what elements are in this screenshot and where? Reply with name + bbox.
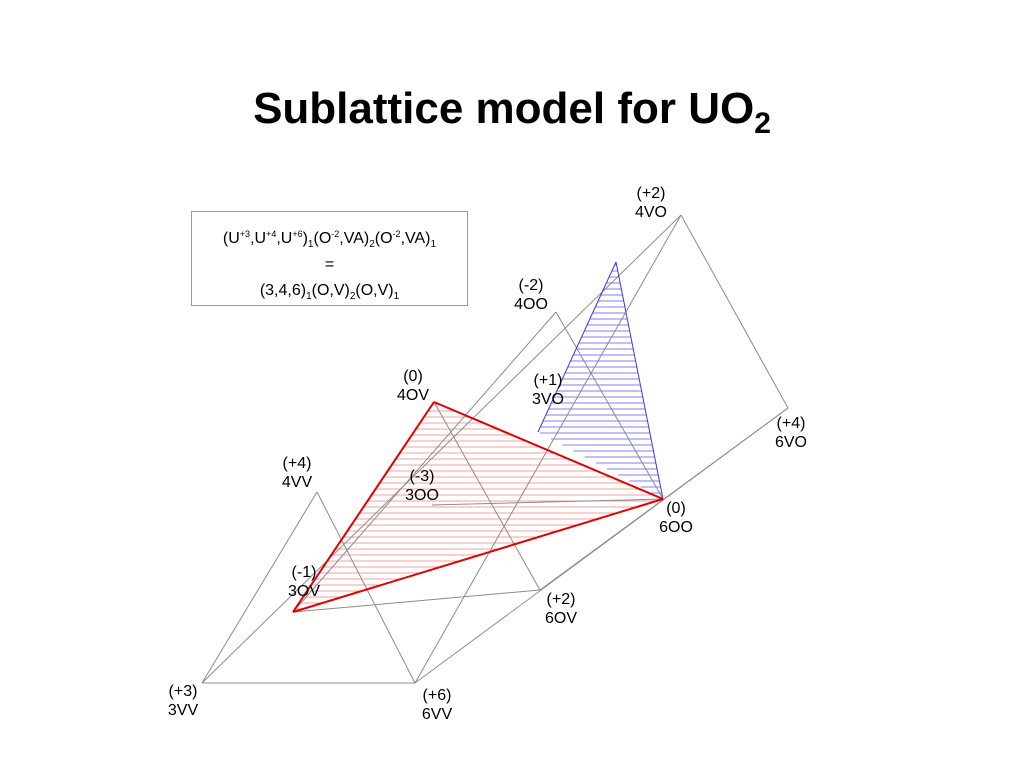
title-subscript: 2 [754, 107, 771, 140]
vertex-name: 4VO [634, 204, 667, 221]
edge-4oo-6oo [555, 311, 664, 500]
neutral-triangle-edge [292, 401, 435, 613]
vertex-label-4vo: (+2) 4VO [611, 184, 691, 222]
vertex-charge: (+6) [422, 687, 452, 704]
sublattice-formula-box: (U+3,U+4,U+6)1(O-2,VA)2(O-2,VA)1 = (3,4,… [191, 211, 468, 306]
vertex-label-3oo: (-3) 3OO [382, 467, 462, 505]
vertex-label-3vo: (+1) 3VO [508, 371, 588, 409]
title-text: Sublattice model for UO [253, 84, 755, 133]
neutral-triangle-edge [292, 498, 664, 613]
vertex-label-6ov: (+2) 6OV [521, 590, 601, 628]
formula-line-short: (3,4,6)1(O,V)2(O,V)1 [259, 282, 400, 302]
vertex-label-4vv: (+4) 4VV [257, 454, 337, 492]
edge-4vo-6vo [680, 214, 789, 409]
vertex-label-4ov: (0)4OV [373, 367, 453, 405]
vertex-charge: (-2) [518, 277, 544, 294]
vertex-name: 6OV [544, 610, 577, 627]
vertex-name: 4VV [281, 474, 313, 491]
hatch-layer [295, 264, 662, 610]
neutral-triangle-edge [433, 401, 664, 500]
vertex-charge: (0) [666, 500, 686, 517]
slide-title: Sublattice model for UO2 [0, 84, 1024, 141]
edge-4vo-6vv [414, 214, 682, 684]
edge-3ov-6ov [292, 589, 541, 613]
vertex-charge: (+1) [533, 372, 563, 389]
vertex-charge: (-3) [409, 468, 435, 485]
vertex-label-3vv: (+3) 3VV [143, 682, 223, 720]
vertex-name: 3VV [167, 702, 199, 719]
vertex-label-4oo: (-2) 4OO [491, 276, 571, 314]
edge-4ov-6ov [433, 401, 541, 591]
edge-4oo-3ov [292, 311, 557, 613]
vertex-name: 3OV [287, 583, 320, 600]
vertex-name: 6VO [774, 434, 807, 451]
prism-frame [201, 214, 789, 684]
vertex-charge: (+4) [776, 415, 806, 432]
edge-3oo-6oo [431, 498, 664, 506]
edge-4vv-3vv [201, 491, 318, 684]
vertex-label-6vv: (+6) 6VV [397, 686, 477, 724]
vertex-charge: (+3) [168, 683, 198, 700]
vertex-name: 3VO [531, 391, 564, 408]
vertex-name: 3OO [405, 487, 439, 504]
vertex-label-6oo: (0)6OO [636, 499, 716, 537]
vertex-charge: (0) [403, 368, 423, 385]
formula-line-species: (U+3,U+4,U+6)1(O-2,VA)2(O-2,VA)1 [222, 229, 437, 250]
formula-line-equals: = [324, 256, 335, 273]
vertex-charge: (-1) [291, 564, 317, 581]
vertex-name: 4OV [396, 387, 429, 404]
edge-6ov-6vo [539, 407, 789, 591]
vertex-charge: (+2) [636, 185, 666, 202]
vertex-charge: (+4) [282, 455, 312, 472]
blue-region-edge [537, 261, 617, 433]
vertex-label-6vo: (+4) 6VO [751, 414, 831, 452]
vertex-name: 4OO [514, 296, 548, 313]
edge-3vv-4vo [201, 214, 682, 684]
vertex-charge: (+2) [546, 591, 576, 608]
vertex-name: 6VV [421, 706, 453, 723]
neutral-triangle-layer [292, 401, 664, 613]
vertex-label-3ov: (-1) 3OV [264, 563, 344, 601]
blue-region-edge [615, 261, 664, 500]
vertex-name: 6OO [659, 519, 693, 536]
edge-4vv-6vv [316, 491, 416, 684]
